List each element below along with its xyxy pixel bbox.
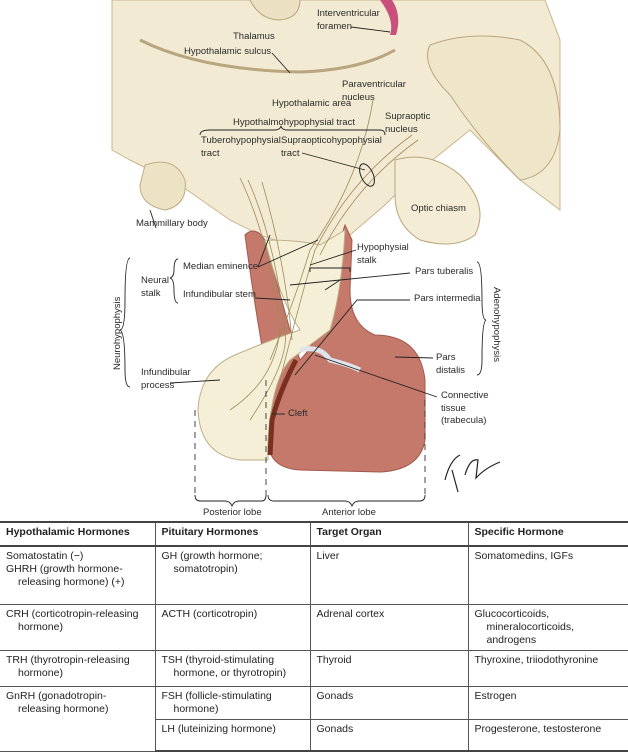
cell-hypothalamic: GnRH (gonadotropin-releasing hormone): [6, 689, 109, 715]
label-neurohypophysis: Neurohypophysis: [112, 296, 123, 370]
optic-chiasm: [394, 156, 481, 245]
cell-specific: Estrogen: [474, 689, 517, 702]
cell-target: Liver: [309, 545, 469, 605]
anatomy-drawing: [111, 0, 561, 508]
cell-hypothalamic: CRH (corticotropin-releasing hormone): [6, 607, 139, 633]
upper-contour: [249, 0, 301, 21]
nerve-fibers: [229, 99, 419, 421]
thalamus-contour: [139, 38, 396, 74]
table-header-row: Hypothalamic Hormones Pituitary Hormones…: [0, 521, 628, 547]
label-anterior-lobe: Anterior lobe: [322, 507, 376, 518]
table-row: Somatostatin (−)GHRH (growth hormone-rel…: [0, 545, 628, 605]
cell-specific: Thyroxine, triiodothyronine: [474, 653, 599, 666]
label-posterior-lobe: Posterior lobe: [203, 507, 262, 518]
cell-target: Adrenal cortex: [309, 603, 469, 651]
label-adenohypophysis: Adenohypophysis: [491, 287, 502, 362]
label-optic-chiasm: Optic chiasm: [411, 203, 466, 214]
label-thalamus: Thalamus: [233, 31, 275, 42]
cell-hypothalamic: Somatostatin (−): [6, 550, 84, 562]
cell-target: Thyroid: [309, 649, 469, 687]
header-pituitary: Pituitary Hormones: [154, 521, 311, 547]
table-row: TRH (thyrotropin-releasing hormone) TSH …: [0, 649, 628, 687]
posterior-lobe: [197, 229, 346, 461]
right-structure: [427, 35, 561, 181]
cell-target: Gonads: [309, 718, 469, 752]
header-specific: Specific Hormone: [467, 521, 628, 547]
label-mammillary-body: Mammillary body: [136, 218, 208, 229]
label-pars-intermedia: Pars intermedia: [414, 293, 481, 304]
interventricular-foramen: [380, 0, 399, 35]
cell-pituitary: TSH (thyroid-stimulating hormone, or thy…: [161, 653, 287, 679]
mammillary-body: [139, 161, 186, 211]
cleft: [267, 358, 299, 456]
cell-hypothalamic: GHRH (growth hormone-releasing hormone) …: [6, 563, 125, 588]
table-row: GnRH (gonadotropin-releasing hormone) FS…: [0, 685, 628, 752]
cell-specific: Somatomedins, IGFs: [474, 550, 574, 562]
table-row: LH (luteinizing hormone) Gonads Progeste…: [0, 718, 628, 752]
label-pars-tuberalis: Pars tuberalis: [415, 266, 474, 277]
label-hypothalamic-area: Hypothalamic area: [272, 98, 352, 109]
cell-hypothalamic: TRH (thyrotropin-releasing hormone): [6, 653, 130, 679]
lobe-dashed-lines: [194, 380, 426, 495]
hormone-table: Hypothalamic Hormones Pituitary Hormones…: [0, 521, 628, 752]
netter-signature: [444, 454, 501, 493]
leader-lines: [119, 26, 487, 508]
cell-specific: Progesterone, testosterone: [474, 722, 602, 735]
label-hypothalmohypophysial-tract: Hypothalmohypophysial tract: [233, 117, 355, 128]
label-median-eminence: Median eminence: [183, 261, 258, 272]
table-row: CRH (corticotropin-releasing hormone) AC…: [0, 603, 628, 651]
header-target: Target Organ: [309, 521, 469, 547]
tract-ring: [359, 163, 375, 187]
label-cleft: Cleft: [288, 408, 308, 419]
cell-pituitary: LH (luteinizing hormone): [161, 722, 276, 735]
cell-pituitary: GH (growth hormone; somatotropin): [161, 550, 263, 575]
header-hypothalamic: Hypothalamic Hormones: [0, 521, 156, 547]
cell-pituitary: FSH (follicle-stimulating hormone): [161, 689, 272, 715]
label-hypothalamic-sulcus: Hypothalamic sulcus: [184, 46, 272, 57]
label-infundibular-stem: Infundibular stem: [183, 289, 256, 300]
cell-pituitary: ACTH (corticotropin): [161, 607, 258, 620]
cell-target: Gonads: [309, 685, 469, 720]
cell-specific: Glucocorticoids, mineralocorticoids, and…: [474, 607, 575, 646]
